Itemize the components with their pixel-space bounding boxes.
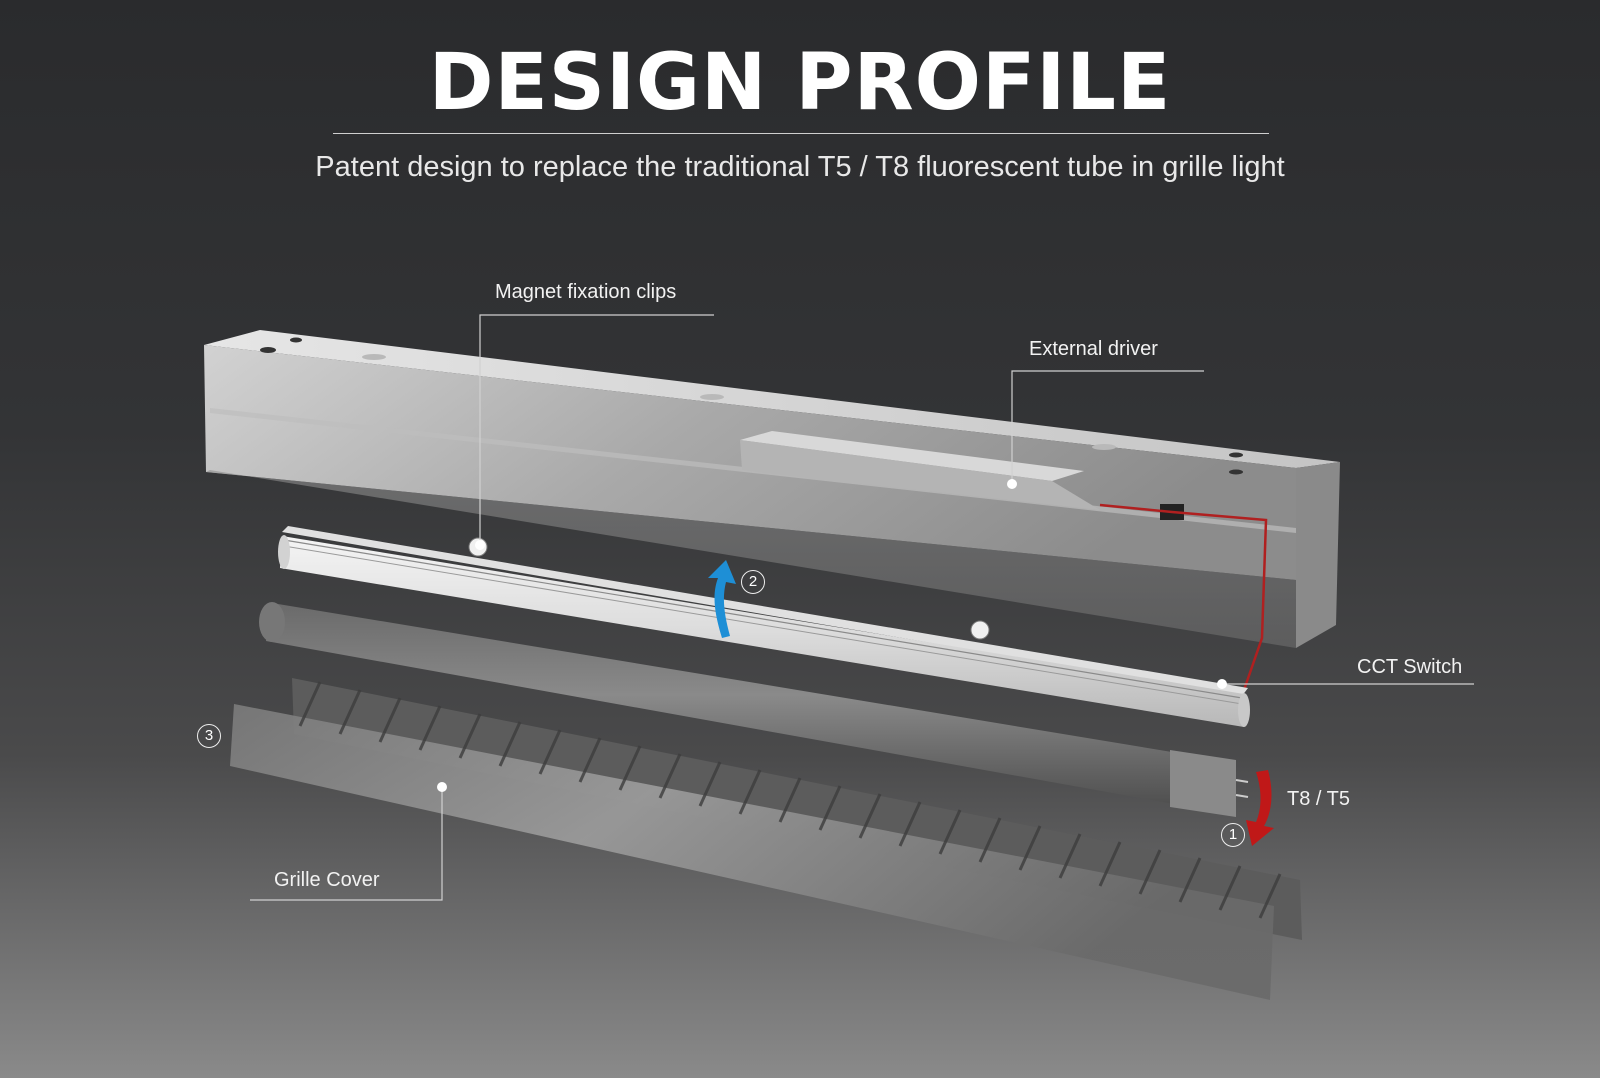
- label-cct-switch: CCT Switch: [1357, 656, 1463, 678]
- fixture-housing: [204, 330, 1340, 648]
- label-magnet-clips: Magnet fixation clips: [495, 281, 677, 303]
- external-driver: [740, 431, 1268, 691]
- arrow-up-icon: [708, 560, 736, 638]
- callout-dots: [437, 479, 1227, 792]
- step-one-marker: 1: [1221, 823, 1245, 847]
- fluorescent-tube: [259, 602, 1249, 817]
- title-divider: [333, 133, 1269, 134]
- label-external-driver: External driver: [1029, 338, 1158, 360]
- page-subtitle: Patent design to replace the traditional…: [315, 151, 1285, 183]
- arrow-down-icon: [1246, 770, 1274, 846]
- step-two-marker: 2: [741, 570, 765, 594]
- callout-leaders: [250, 314, 1474, 901]
- page-title: DESIGN PROFILE: [428, 38, 1172, 128]
- led-bar: [278, 526, 1250, 727]
- label-grille-cover: Grille Cover: [274, 869, 380, 891]
- grille-cover: [230, 678, 1302, 1000]
- label-tube: T8 / T5: [1287, 788, 1350, 810]
- step-three-marker: 3: [197, 724, 221, 748]
